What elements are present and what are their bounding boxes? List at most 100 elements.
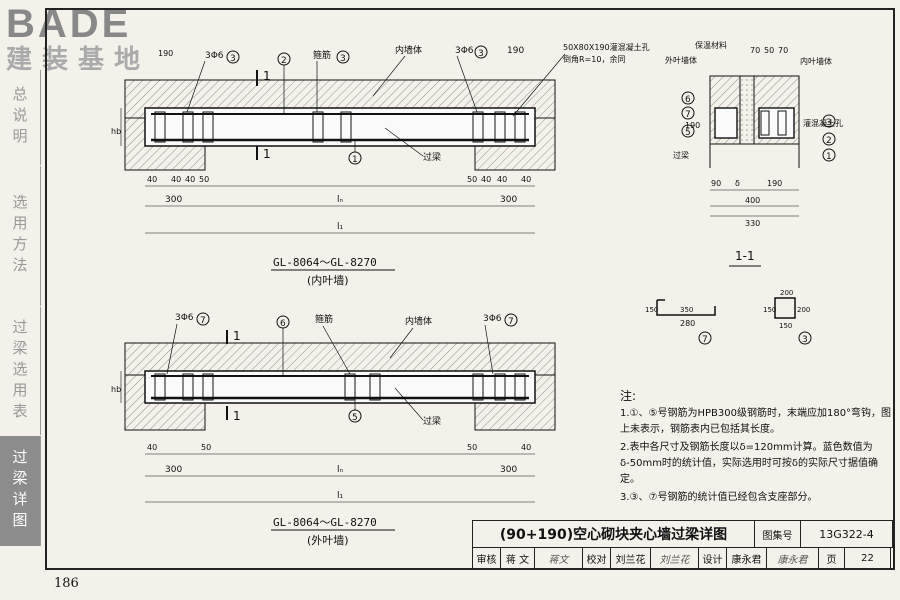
r7-dim-350: 350 (680, 306, 693, 314)
dim-300-right: 300 (500, 195, 517, 205)
rebar-callout-7: 7 (702, 335, 708, 345)
design-label: 设计 (699, 548, 727, 569)
rebar-3-shape (774, 297, 796, 319)
dim-sec-400: 400 (745, 196, 760, 205)
insulation (739, 75, 755, 145)
sidebar-item-method[interactable]: 选用方法 (0, 166, 41, 306)
dim-sec-b-0: 90 (711, 179, 721, 188)
review-label: 审核 (473, 548, 501, 569)
book-page-number: 186 (54, 576, 79, 591)
logo-tagline: 建装基地 (6, 45, 151, 75)
dim-bl-3: 50 (199, 175, 209, 184)
dim-sec-b-1: δ (735, 179, 740, 188)
r3-dim-right: 200 (797, 306, 810, 314)
caption-code-top: GL-8064～GL-8270 (273, 256, 377, 269)
sidebar-item-general[interactable]: 总说明 (0, 70, 41, 165)
sidebar-item-label: 过梁选用表 (10, 318, 29, 424)
rebar-label-right: 3Φ6 (455, 46, 474, 56)
dim-br-3: 40 (521, 175, 531, 184)
drawing-frame (45, 8, 895, 570)
dim-ln-2: lₙ (337, 465, 344, 475)
callout-5: 5 (352, 413, 358, 423)
notes-panel: 注: 1.①、⑤号钢筋为HPB300级钢筋时，末端应加180°弯钩，图上未表示，… (620, 388, 895, 508)
rebar-label-left: 3Φ6 (205, 51, 224, 61)
notes-title: 注: (620, 389, 637, 403)
title-block: (90+190)空心砌块夹心墙过梁详图 图集号 13G322-4 审核 蒋 文 … (472, 520, 893, 569)
label-outer-leaf: 外叶墙体 (665, 55, 697, 65)
dim-bl2-1: 50 (201, 443, 211, 452)
caption-sub-bottom: (外叶墙) (307, 533, 349, 547)
label-stirrup: 箍筋 (313, 49, 331, 61)
checker-name: 刘兰花 (611, 548, 651, 569)
sheet-page-number: 22 (845, 548, 891, 569)
drawing-canvas: 1 1 3Φ6 3 2 箍筋 3 内墙体 3Φ6 3 190 190 50X80… (111, 40, 843, 547)
callout-2: 2 (281, 56, 287, 66)
bottom-beam-elevation: 1 1 3Φ6 7 6 箍筋 内墙体 3Φ6 7 5 过梁 hb (111, 312, 556, 547)
dim-l1: l₁ (337, 222, 344, 232)
dim-l1-2: l₁ (337, 491, 344, 501)
sidebar-item-table[interactable]: 过梁选用表 (0, 307, 41, 435)
rebar-label-right-2: 3Φ6 (483, 314, 502, 324)
section-title: 1-1 (735, 249, 755, 263)
sec-callout-1: 1 (826, 152, 832, 162)
sec-callout-2: 2 (826, 136, 832, 146)
note-item: 2.表中各尺寸及钢筋长度以δ=120mm计算。蓝色数值为δ-50mm时的统计值，… (620, 442, 879, 485)
sidebar-item-label: 总说明 (10, 86, 29, 149)
reviewer-name: 蒋 文 (501, 548, 535, 569)
check-label: 校对 (583, 548, 611, 569)
designer-signature: 康永君 (767, 548, 819, 569)
masonry-above-2 (124, 342, 556, 376)
grout-note-2: 倒角R=10，余同 (563, 54, 625, 64)
note-item: 1.①、⑤号钢筋为HPB300级钢筋时，末端应加180°弯钩，图上未表示，钢筋表… (620, 408, 892, 435)
sec-callout-7: 7 (685, 110, 691, 120)
dim-br-0: 50 (467, 175, 477, 184)
sidebar-item-details[interactable]: 过梁详图 (0, 436, 41, 546)
dim-300-left-2: 300 (165, 465, 182, 475)
label-inner-wall: 内墙体 (395, 44, 422, 56)
label-inner-leaf: 内叶墙体 (800, 56, 832, 66)
callout-1: 1 (352, 155, 358, 165)
dim-sec-top-2: 70 (778, 46, 788, 55)
dim-hb-2: hb (111, 385, 121, 394)
chapter-sidebar: 总说明 选用方法 过梁选用表 过梁详图 (0, 70, 42, 580)
section-1-1: 保温材料 外叶墙体 内叶墙体 70 50 70 190 灌混凝土孔 过梁 6 7… (665, 40, 843, 267)
dim-190-right: 190 (507, 46, 524, 56)
r7-dim-150: 150 (645, 306, 658, 314)
dim-300-left: 300 (165, 195, 182, 205)
r3-dim-top: 200 (780, 289, 793, 297)
rebar-shapes: 150 350 280 7 200 150 150 200 3 (645, 289, 812, 345)
label-lintel-sec: 过梁 (673, 150, 689, 160)
brand-logo: BADE 建装基地 (6, 4, 171, 76)
caption-code-bottom: GL-8064～GL-8270 (273, 516, 377, 529)
dim-sec-330: 330 (745, 219, 760, 228)
sec-callout-3: 3 (826, 118, 832, 128)
dim-br-1: 40 (481, 175, 491, 184)
stirrups (154, 111, 526, 143)
caption-sub-top: (内叶墙) (307, 273, 349, 287)
atlas-label: 图集号 (755, 521, 801, 547)
drawing-title: (90+190)空心砌块夹心墙过梁详图 (473, 521, 755, 547)
callout-3-left: 3 (230, 54, 236, 64)
r3-dim-left: 150 (763, 306, 776, 314)
label-insulation: 保温材料 (695, 40, 727, 50)
rebar-label-left-2: 3Φ6 (175, 313, 194, 323)
dim-br-2: 40 (497, 175, 507, 184)
dim-sec-top-0: 70 (750, 46, 760, 55)
dim-sec-b-2: 190 (767, 179, 782, 188)
reviewer-signature: 蒋文 (535, 548, 583, 569)
atlas-number: 13G322-4 (801, 521, 893, 547)
label-inner-wall-2: 内墙体 (405, 315, 432, 327)
section-mark-top-2: 1 (233, 329, 241, 343)
dim-sec-left: 190 (685, 121, 700, 130)
dim-br2-1: 40 (521, 443, 531, 452)
label-stirrup-2: 箍筋 (315, 313, 333, 325)
checker-signature: 刘兰花 (651, 548, 699, 569)
dim-hb: hb (111, 127, 121, 136)
callout-7-left: 7 (200, 316, 206, 326)
r7-dim-280: 280 (680, 319, 695, 328)
section-mark-bottom-2: 1 (233, 409, 241, 423)
callout-6: 6 (280, 319, 286, 329)
dim-190-left: 190 (158, 49, 173, 58)
dim-ln: lₙ (337, 195, 344, 205)
